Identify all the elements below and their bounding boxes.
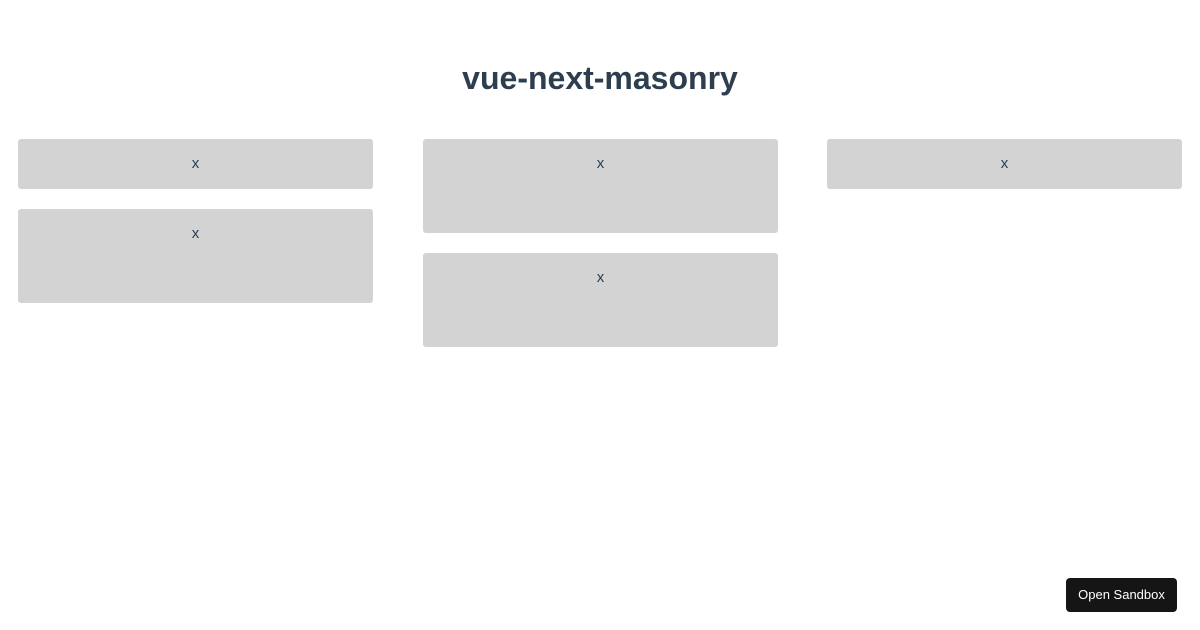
masonry-item[interactable]: x bbox=[18, 209, 373, 303]
masonry-column-3: x bbox=[827, 139, 1182, 209]
masonry-grid: x x x x x bbox=[18, 139, 1182, 359]
page-title: vue-next-masonry bbox=[462, 60, 738, 96]
masonry-column-1: x x bbox=[18, 139, 373, 323]
masonry-item[interactable]: x bbox=[423, 253, 778, 347]
masonry-item-label: x bbox=[191, 155, 200, 172]
open-sandbox-button[interactable]: Open Sandbox bbox=[1066, 578, 1177, 612]
masonry-item-label: x bbox=[1000, 155, 1009, 172]
masonry-item[interactable]: x bbox=[423, 139, 778, 233]
masonry-column-2: x x bbox=[423, 139, 778, 367]
masonry-item-label: x bbox=[191, 225, 200, 242]
masonry-item[interactable]: x bbox=[827, 139, 1182, 189]
masonry-item[interactable]: x bbox=[18, 139, 373, 189]
masonry-item-label: x bbox=[596, 155, 605, 172]
masonry-item-label: x bbox=[596, 269, 605, 286]
